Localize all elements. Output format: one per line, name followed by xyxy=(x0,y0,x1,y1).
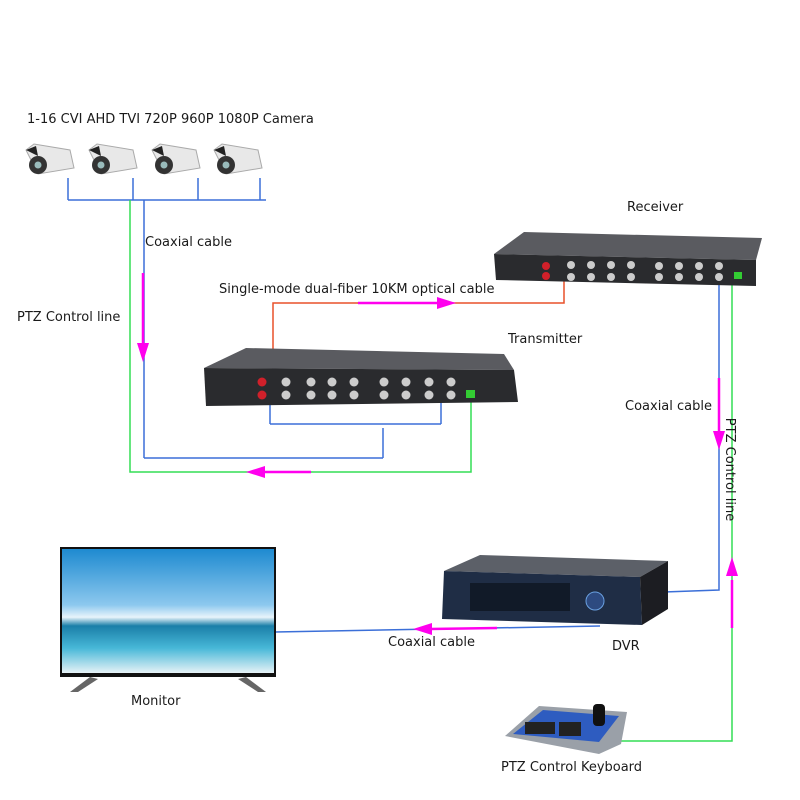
arrow-coax-down-left xyxy=(137,273,149,362)
dvr-device xyxy=(440,553,670,629)
monitor-device xyxy=(60,547,276,692)
dvr-label: DVR xyxy=(612,639,640,654)
arrow-fiber-right xyxy=(358,297,456,309)
camera-coax-bus xyxy=(67,178,442,459)
ptz-line-right xyxy=(620,278,733,742)
transmitter-device xyxy=(204,344,518,406)
ptz-right-label: PTZ Control line xyxy=(722,417,738,522)
ptz-left-label: PTZ Control line xyxy=(17,310,121,325)
receiver-label: Receiver xyxy=(627,200,684,215)
camera-group xyxy=(24,140,274,185)
coax-top-label: Coaxial cable xyxy=(145,235,232,250)
camera-icon xyxy=(25,143,75,175)
ptz-keyboard-device xyxy=(503,700,631,754)
transmitter-label: Transmitter xyxy=(508,332,583,347)
monitor-label: Monitor xyxy=(131,694,181,709)
camera-title-label: 1-16 CVI AHD TVI 720P 960P 1080P Camera xyxy=(27,112,314,127)
arrow-ptz-right-up xyxy=(726,557,738,628)
receiver-device xyxy=(494,230,762,286)
camera-icons xyxy=(25,143,263,175)
arrow-ptz-left xyxy=(246,466,311,478)
arrow-coax-right-down xyxy=(713,378,725,450)
coax-right-label: Coaxial cable xyxy=(625,399,712,414)
arrows xyxy=(137,273,738,635)
keyboard-label: PTZ Control Keyboard xyxy=(501,760,643,775)
arrow-coax-bottom-left xyxy=(413,623,498,635)
optical-cable-label: Single-mode dual-fiber 10KM optical cabl… xyxy=(219,282,495,297)
coax-bottom-label: Coaxial cable xyxy=(388,635,475,650)
